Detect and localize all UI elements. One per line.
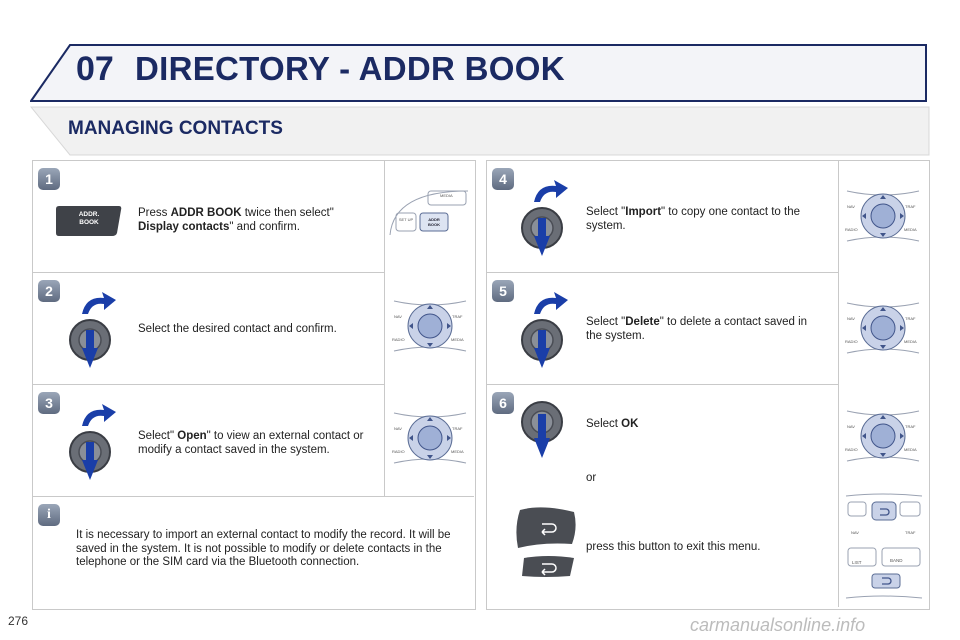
step-1-bold-b: Display contacts [138,220,230,233]
section-header-frame [30,106,930,156]
step-number-5: 5 [492,280,514,302]
step-number-3: 3 [38,392,60,414]
step-2-text: Select the desired contact and confirm. [138,323,337,335]
chapter-number: 07 [76,50,114,88]
nav-label: NAV [394,426,402,431]
media-label: MEDIA [440,193,453,198]
nav-control-thumbnail [846,302,920,354]
row-divider [486,272,928,273]
nav-control-thumbnail [393,412,467,464]
radio-label: RADIO [845,447,858,452]
band-label: BAND [890,558,903,563]
media-label: MEDIA [904,447,917,452]
media-label: MEDIA [451,337,464,342]
chapter-title: DIRECTORY - ADDR BOOK [135,50,565,87]
step-1-text: Press ADDR BOOK twice then select" Displa… [138,207,378,234]
radio-label: RADIO [845,339,858,344]
chapter-header-frame [30,44,927,102]
step-3-text: Select" Open" to view an external contac… [138,430,380,457]
step-number-2: 2 [38,280,60,302]
nav-control-thumbnail [393,300,467,352]
nav-label: NAV [394,314,402,319]
step-6-text: Select OK [586,418,786,432]
media-label: MEDIA [904,227,917,232]
radio-label: RADIO [392,337,405,342]
step-1-bold-a: ADDR BOOK [170,207,242,219]
step-1-text-b: twice then select" [241,207,334,219]
step-6-bold: OK [621,418,639,430]
traf-label: TRAF [905,204,916,209]
step-5-text-b: " to delete a contact saved in the syste… [586,316,808,342]
step-number-6: 6 [492,392,514,414]
step-number-1: 1 [38,168,60,190]
addr-book-button: ADDR. BOOK [55,203,123,237]
row-divider [486,384,928,385]
media-label: MEDIA [451,449,464,454]
step-4-text-a: Select " [586,206,626,218]
step-number-4: 4 [492,168,514,190]
addr-book-panel-thumbnail: MEDIA SET UP ADDR BOOK [388,185,470,245]
nav-label: NAV [847,424,855,429]
step-1-text-a: Press [138,207,171,219]
info-text: It is necessary to import an external co… [76,529,451,568]
step-5-bold: Delete [625,316,660,328]
nav-control-thumbnail [846,410,920,462]
step-4-text-b: " to copy one contact to the system. [586,206,801,232]
page-number: 276 [8,614,29,628]
traf-label: TRAF [905,530,916,535]
rotary-knob-icon [521,180,568,256]
step-4-bold: Import [625,206,662,218]
traf-label: TRAF [905,424,916,429]
row-divider [32,496,474,497]
back-button-icon [516,507,576,577]
step-3-bold: Open [177,430,207,442]
radio-label: RADIO [845,227,858,232]
rotary-knob-icon [69,292,116,368]
or-text: or [586,472,597,484]
nav-label: NAV [851,530,859,535]
step-4-text: Select "Import" to copy one contact to t… [586,206,826,233]
row-divider [32,384,474,385]
media-label: MEDIA [904,339,917,344]
traf-label: TRAF [452,426,463,431]
radio-label: RADIO [392,449,405,454]
step-5-text-a: Select " [586,316,626,328]
step-3-text-a: Select" [138,430,178,442]
row-divider [32,272,474,273]
step-6-alt-text: press this button to exit this menu. [586,541,761,553]
rotary-knob-icon [69,404,116,480]
step-5-text: Select "Delete" to delete a contact save… [586,316,826,343]
step-1-text-c: " and confirm. [229,220,300,233]
step-3-text-b: " to view an external contact or modify … [138,430,364,456]
set-up-label: SET UP [398,217,414,222]
nav-label: NAV [847,204,855,209]
section-title: MANAGING CONTACTS [68,118,283,139]
chapter-header [30,44,928,102]
addr-book-button-label: ADDR. BOOK [78,211,100,226]
addr-book-label: ADDR BOOK [428,217,440,227]
watermark: carmanualsonline.info [690,615,866,635]
nav-control-thumbnail [846,190,920,242]
rotary-knob-icon [521,401,563,458]
nav-label: NAV [847,316,855,321]
traf-label: TRAF [452,314,463,319]
back-panel-thumbnail [845,493,923,599]
step-6-text-a: Select [586,418,622,430]
rotary-knob-icon [521,292,568,368]
list-label: LIST [852,560,862,565]
traf-label: TRAF [905,316,916,321]
info-icon: i [38,504,60,526]
